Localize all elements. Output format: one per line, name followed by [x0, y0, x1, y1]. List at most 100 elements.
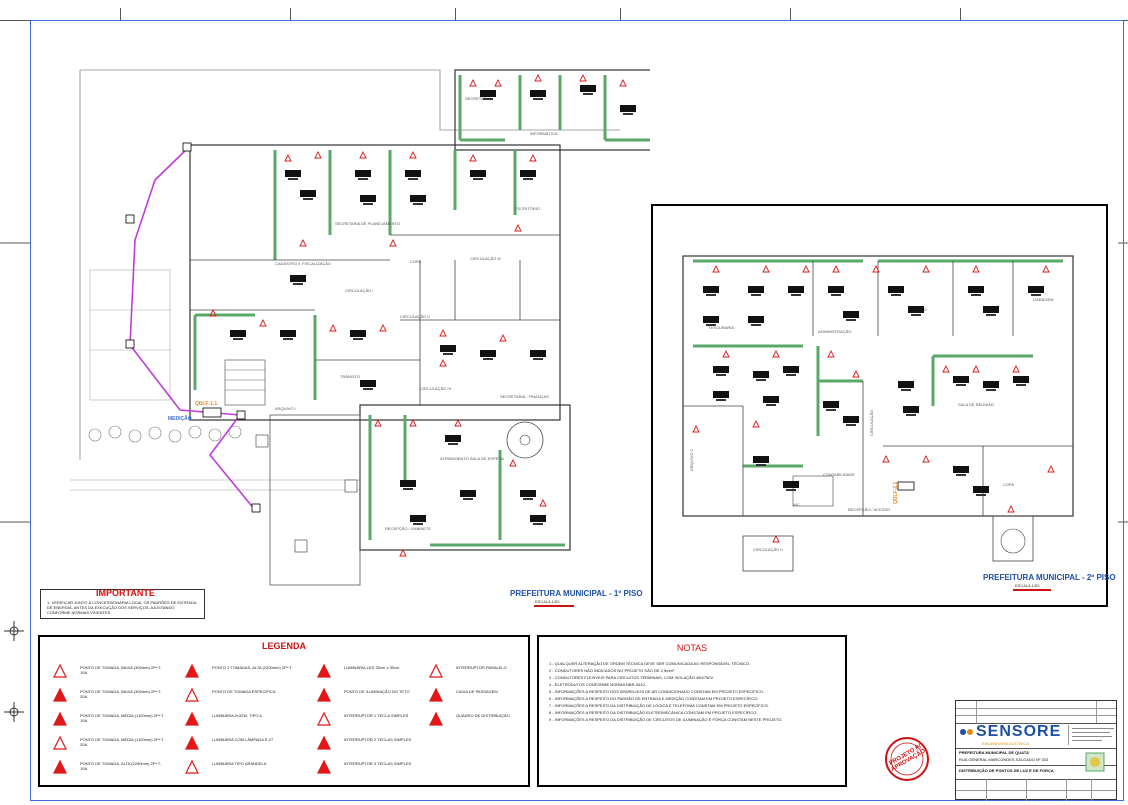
desk: [290, 275, 306, 282]
outlet-symbol: [1047, 464, 1055, 473]
outlet-symbol: [314, 150, 322, 159]
legend-item-label: LUMINÁRIA LED 30cm x 30cm: [344, 665, 400, 670]
legend-title: LEGENDA: [261, 641, 306, 651]
legend-item: LUMINÁRIA LED 30cm x 30cm: [310, 661, 435, 683]
chair: [483, 358, 493, 360]
chair: [1031, 294, 1041, 296]
outlet-symbol: [922, 454, 930, 463]
desk: [973, 486, 989, 493]
chair: [413, 523, 423, 525]
floor1-electrical-symbols: [209, 73, 627, 557]
legend-symbol-icon: [184, 687, 200, 708]
brand-subtitle: ENGENHARIA ELÉTRICA: [982, 741, 1029, 746]
outlet-symbol: [872, 264, 880, 273]
desk: [748, 286, 764, 293]
room-label: SECRETARIA - FINANÇAS: [500, 394, 549, 399]
floor2-panel: [651, 204, 1108, 607]
desk: [968, 286, 984, 293]
desk: [753, 456, 769, 463]
important-title: IMPORTANTE: [96, 588, 155, 598]
legend-symbol-icon: [184, 759, 200, 780]
legend-symbol-icon: [52, 687, 68, 708]
desk: [953, 376, 969, 383]
outlet-symbol: [972, 264, 980, 273]
chair: [353, 338, 363, 340]
outlet-symbol: [374, 418, 382, 427]
desk: [530, 515, 546, 522]
legend-symbol-icon: [52, 711, 68, 732]
legend-symbol-icon: [428, 663, 444, 684]
note-item: 9 - INFORMAÇÕES A RESPEITO DA DISTRIBUIÇ…: [549, 717, 783, 722]
outlet-symbol: [259, 318, 267, 327]
important-text: 1- VERIFICAR JUNTO À CONCESSIONÁRIA LOCA…: [47, 600, 197, 615]
chair: [911, 314, 921, 316]
legend-item-label: LUMINÁRIA TIPO ARANDELA: [212, 761, 267, 766]
chair: [906, 414, 916, 416]
desk: [400, 480, 416, 487]
outlet-symbol: [752, 419, 760, 428]
chair: [473, 178, 483, 180]
room-label: CIRCULAÇÃO III: [470, 256, 501, 261]
company-info: [1068, 725, 1117, 745]
legend-symbol-icon: [428, 687, 444, 708]
room-label: GARAGEM: [1033, 297, 1053, 302]
chair: [293, 283, 303, 285]
floor1-plan[interactable]: QDLF-1.1 MEDIÇÃO INFORMÁTICA SECRETARIA …: [60, 60, 650, 620]
legend-item-label: PONTO DE TOMADA, MÉDIA (1100mm) 2P+T, 20…: [80, 737, 165, 747]
room-label: SECRETARIA DE PLANEJAMENTO: [335, 221, 400, 226]
chair: [623, 113, 633, 115]
legend-item: PONTO DE TOMADA, ALTA (2200mm) 2P+T, 10A: [46, 757, 171, 779]
room-label: CONTABILIDADE: [823, 472, 855, 477]
floor2-plan[interactable]: QDLF-2.1 TESOURARIA ADMINISTRAÇÃO JURÍDI…: [653, 206, 1106, 605]
desk: [908, 306, 924, 313]
client-address: RUA GENERAL MARCONDES SALGADO Nº 333: [959, 757, 1049, 762]
outlet-symbol: [852, 369, 860, 378]
outlet-symbol: [439, 328, 447, 337]
chair: [831, 294, 841, 296]
chair: [443, 353, 453, 355]
client-name: PREFEITURA MUNICIPAL DE QUATÁ: [959, 750, 1030, 755]
floor2-scale-bar: [1013, 589, 1051, 591]
floor1-scale: ESCALA 1/50: [535, 599, 560, 604]
desk: [360, 195, 376, 202]
legend-symbol-icon: [316, 711, 332, 732]
chair: [533, 98, 543, 100]
legend-item-label: LUMINÁRIA 2x32W, TIPO A: [212, 713, 262, 718]
chair: [363, 388, 373, 390]
chair: [786, 489, 796, 491]
city-seal-icon: [1084, 751, 1106, 773]
drawing-sheet-frame: [30, 20, 1124, 801]
desk: [410, 515, 426, 522]
chair: [756, 464, 766, 466]
chair: [986, 389, 996, 391]
outlet-symbol: [772, 349, 780, 358]
room-label: WC: [793, 502, 800, 507]
desk: [360, 380, 376, 387]
chair: [413, 203, 423, 205]
chair: [706, 324, 716, 326]
outlet-symbol: [454, 418, 462, 427]
outlet-symbol: [209, 308, 217, 317]
desk: [888, 286, 904, 293]
panel-label-qdlf11: QDLF-1.1: [195, 401, 217, 407]
chair: [408, 178, 418, 180]
desk: [470, 170, 486, 177]
legend-item-label: PONTO DE TOMADA ESPECÍFICA: [212, 689, 276, 694]
chair: [483, 98, 493, 100]
outlet-symbol: [922, 264, 930, 273]
room-label: COPA: [410, 259, 421, 264]
desk: [753, 371, 769, 378]
chair: [956, 474, 966, 476]
desk: [788, 286, 804, 293]
legend-item: PONTO DE ILUMINAÇÃO NO TETO: [310, 685, 435, 707]
chair: [523, 178, 533, 180]
legend-item: INTERRUPTOR 2 TECLAS SIMPLES: [310, 733, 435, 755]
legend-symbol-icon: [184, 663, 200, 684]
legend-item: LUMINÁRIA TIPO ARANDELA: [178, 757, 303, 779]
desk: [713, 391, 729, 398]
brand-name: SENSORE: [976, 723, 1062, 740]
chair: [583, 93, 593, 95]
outlet-symbol: [514, 223, 522, 232]
chair: [358, 178, 368, 180]
approval-stamp: [885, 737, 929, 781]
